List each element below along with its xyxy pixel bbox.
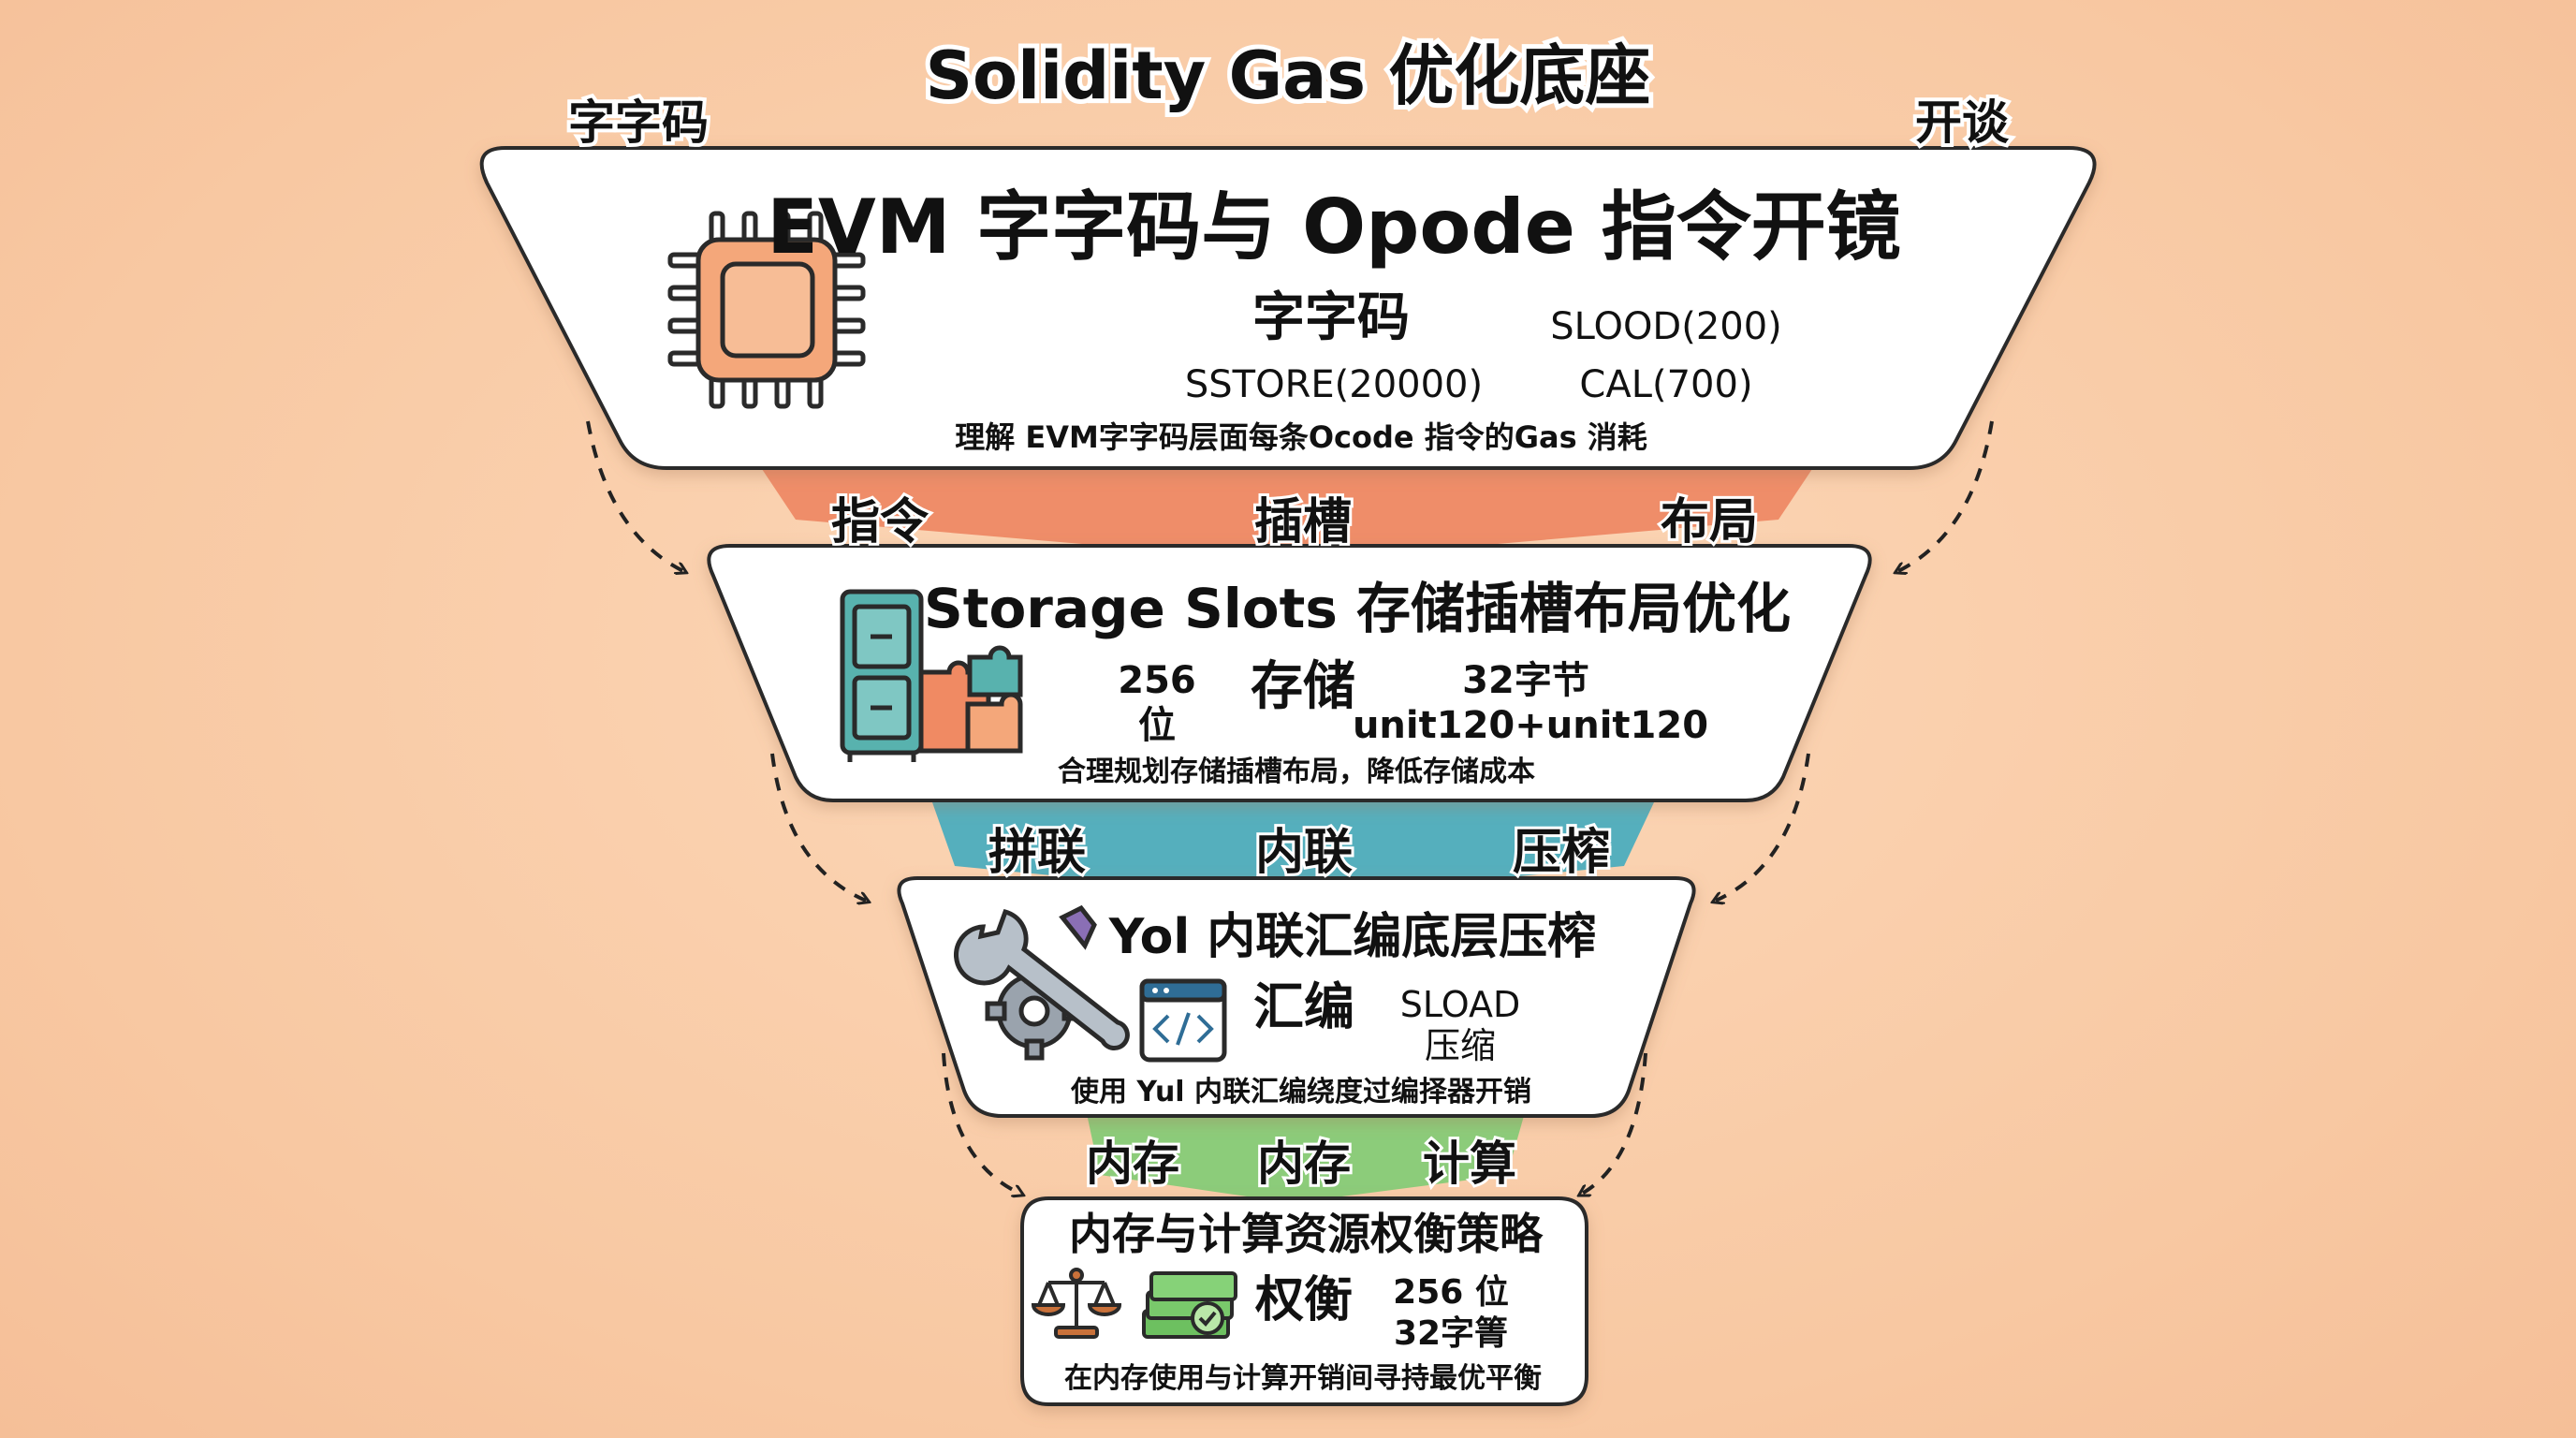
tier-2-item-packing: unit120+unit120	[1353, 704, 1708, 747]
tier-4-heading: 内存与计算资源权衡策略	[1069, 1209, 1544, 1259]
code-window-icon	[1139, 978, 1227, 1063]
wrench-gear-icon	[954, 904, 1130, 1061]
tier-4-center-label: 权衡	[1254, 1272, 1353, 1328]
tier-4-caption: 在内存使用与计算开销间寻持最优平衡	[1064, 1362, 1542, 1395]
balance-scale-icon	[1031, 1268, 1122, 1339]
tier-1-caption: 理解 EVM字字码层面每条Ocode 指令的Gas 消耗	[955, 419, 1647, 455]
tier-2-item-32bytes: 32字节	[1462, 659, 1589, 702]
tier-2-caption: 合理规划存储插槽布局，降低存储成本	[1058, 756, 1535, 788]
connector-2-label-center: 内联	[1255, 825, 1353, 881]
tier-4-item-32: 32字箐	[1394, 1314, 1508, 1353]
tier-2-item-256: 256	[1118, 659, 1196, 702]
tier-1-heading: EVM 字字码与 Opode 指令开镜	[767, 183, 1900, 271]
tier-4-item-256bit: 256 位	[1393, 1273, 1509, 1312]
connector-1-label-left: 指令	[831, 494, 929, 550]
connector-3-label-left: 内存	[1086, 1137, 1179, 1191]
connector-1-label-center: 插槽	[1254, 494, 1352, 550]
tier-panel-1	[479, 146, 2097, 470]
storage-cabinet-puzzle-icon	[840, 589, 1023, 762]
connector-band-2	[927, 786, 1661, 899]
corner-label-left: 字字码	[568, 95, 709, 150]
connector-3-label-right: 计算	[1423, 1137, 1516, 1191]
tier-2-item-bit: 位	[1138, 704, 1176, 747]
tier-2-heading: Storage Slots 存储插槽布局优化	[924, 577, 1791, 640]
connector-1-label-right: 布局	[1661, 494, 1758, 550]
arrow-left-3	[942, 1052, 1020, 1194]
arrow-right-1	[1898, 420, 1994, 571]
tier-1-center-label: 字字码	[1252, 287, 1410, 348]
arrow-left-1	[586, 420, 683, 571]
tier-3-heading: Yol 内联汇编底层压榨	[1108, 909, 1597, 965]
connector-2-label-left: 拼联	[988, 825, 1086, 881]
tier-2-center-label: 存储	[1251, 656, 1355, 717]
arrow-right-2	[1716, 753, 1810, 901]
arrow-left-2	[770, 753, 866, 901]
tier-3-item-sload: SLOAD	[1400, 984, 1520, 1025]
tier-panel-3	[897, 876, 1696, 1118]
tier-3-caption: 使用 Yul 内联汇编绕度过编择器开销	[1070, 1076, 1531, 1108]
connector-3-label-center: 内存	[1257, 1137, 1351, 1191]
tier-3-item-compress: 压缩	[1425, 1025, 1496, 1066]
arrow-right-3	[1582, 1052, 1647, 1194]
tier-1-item-sload: SLOOD(200)	[1550, 305, 1782, 348]
connector-band-3	[1086, 1109, 1526, 1203]
page-title: Solidity Gas 优化底座	[926, 37, 1651, 114]
corner-label-right: 开谈	[1915, 95, 2010, 150]
connector-band-1	[749, 449, 1825, 562]
tier-1-item-sstore: SSTORE(20000)	[1185, 363, 1483, 406]
tier-1-item-call: CAL(700)	[1579, 363, 1752, 406]
money-stack-icon	[1142, 1271, 1237, 1339]
cpu-chip-icon	[667, 211, 866, 409]
tier-3-center-label: 汇编	[1253, 977, 1354, 1036]
connector-2-label-right: 压榨	[1513, 825, 1610, 881]
tier-panel-4	[1020, 1196, 1588, 1406]
